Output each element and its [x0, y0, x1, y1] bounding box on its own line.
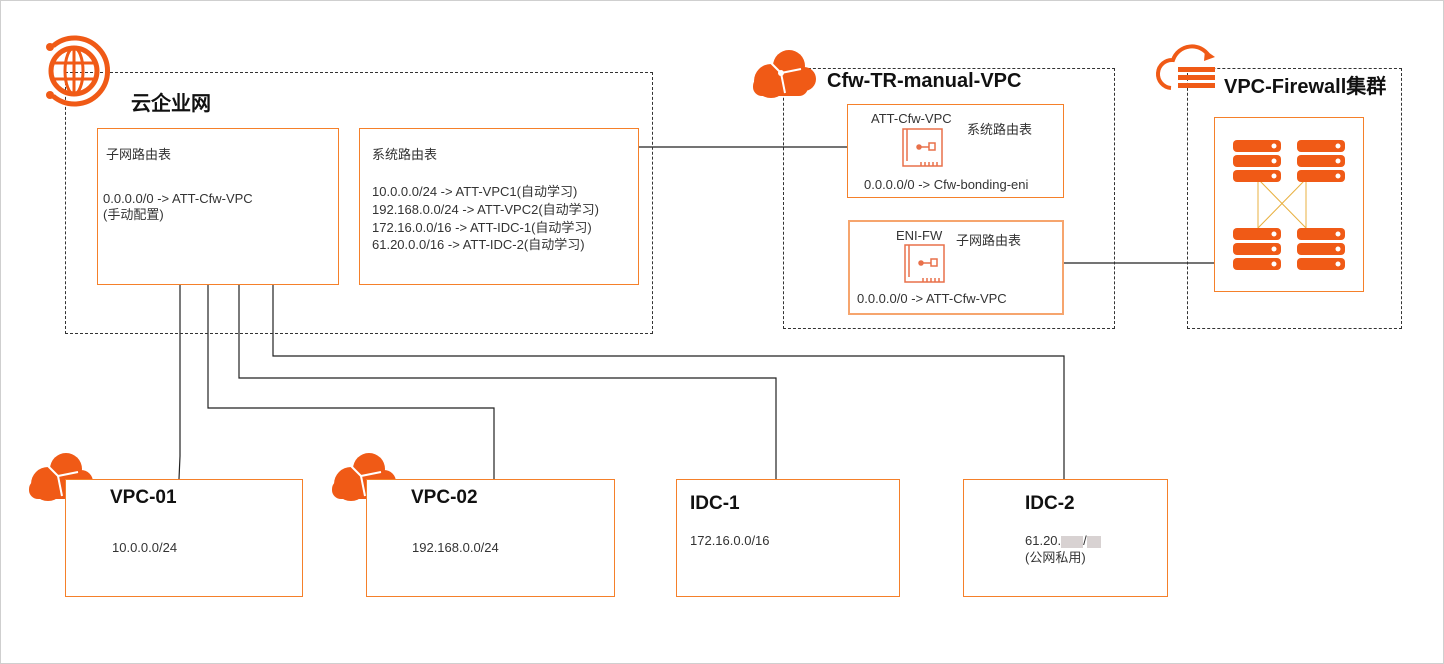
link-idc1: [238, 284, 777, 479]
subnet-route-line: 0.0.0.0/0 -> ATT-Cfw-VPC: [103, 191, 253, 206]
system-table-heading: 系统路由表: [372, 147, 438, 162]
server-unit: [1297, 228, 1345, 240]
network-card-icon: [904, 244, 945, 283]
node-cidr: 61.20. /: [1025, 533, 1101, 548]
server-led: [1335, 173, 1341, 179]
redacted-block: [1086, 535, 1101, 548]
server-led: [1335, 143, 1341, 149]
cidr-separator: /: [1083, 533, 1087, 548]
node-vpc-02: VPC-02 192.168.0.0/24: [366, 479, 615, 597]
network-card-icon: [902, 128, 943, 167]
node-title: IDC-1: [690, 493, 740, 514]
cfw-vpc-title: Cfw-TR-manual-VPC: [827, 70, 1022, 92]
server-led: [1271, 158, 1277, 164]
server-led: [1271, 246, 1277, 252]
link-vpc01: [178, 284, 181, 480]
redacted-block: [1061, 535, 1084, 548]
system-route-line: 61.20.0.0/16 -> ATT-IDC-2(自动学习): [372, 237, 585, 252]
eni-name: ENI-FW: [896, 228, 943, 243]
att-route: 0.0.0.0/0 -> Cfw-bonding-eni: [864, 177, 1029, 192]
subnet-route-line: (手动配置): [103, 207, 164, 222]
att-name: ATT-Cfw-VPC: [871, 111, 952, 126]
server-unit: [1233, 155, 1281, 167]
server-unit: [1233, 140, 1281, 152]
node-idc-1: IDC-1 172.16.0.0/16: [676, 479, 900, 597]
server-led: [1271, 261, 1277, 267]
node-title: VPC-02: [411, 487, 478, 508]
system-route-table: 系统路由表 10.0.0.0/24 -> ATT-VPC1(自动学习) 192.…: [359, 128, 639, 285]
node-cidr: 192.168.0.0/24: [412, 540, 499, 555]
server-led: [1271, 231, 1277, 237]
server-unit: [1297, 243, 1345, 255]
att-table-label: 系统路由表: [967, 122, 1033, 137]
system-route-line: 172.16.0.0/16 -> ATT-IDC-1(自动学习): [372, 220, 592, 235]
server-led: [1335, 246, 1341, 252]
system-route-line: 192.168.0.0/24 -> ATT-VPC2(自动学习): [372, 202, 599, 217]
subnet-route-table: 子网路由表 0.0.0.0/0 -> ATT-Cfw-VPC (手动配置): [97, 128, 339, 285]
server-unit: [1297, 140, 1345, 152]
server-unit: [1297, 258, 1345, 270]
node-vpc-01: VPC-01 10.0.0.0/24: [65, 479, 303, 597]
node-title: VPC-01: [110, 487, 177, 508]
subnet-table-heading: 子网路由表: [106, 147, 172, 162]
cen-title: 云企业网: [131, 93, 211, 115]
server-unit: [1233, 228, 1281, 240]
server-led: [1271, 173, 1277, 179]
server-led: [1335, 261, 1341, 267]
node-note: (公网私用): [1025, 550, 1086, 565]
server-unit: [1233, 170, 1281, 182]
eni-table-label: 子网路由表: [956, 233, 1022, 248]
cfw-vpc-container: [783, 68, 1115, 329]
node-cidr: 10.0.0.0/24: [112, 540, 178, 555]
cen-container: [65, 72, 653, 334]
server-unit: [1297, 170, 1345, 182]
node-title: IDC-2: [1025, 493, 1075, 514]
server-led: [1335, 158, 1341, 164]
server-unit: [1233, 258, 1281, 270]
server-led: [1271, 143, 1277, 149]
eni-route: 0.0.0.0/0 -> ATT-Cfw-VPC: [857, 291, 1007, 306]
eni-fw-box: ENI-FW 子网路由表 0.0.0.0/0 -> ATT-Cfw-VPC: [848, 220, 1064, 315]
link-vpc02: [207, 284, 495, 479]
node-idc-2: IDC-2 61.20. / (公网私用): [963, 479, 1168, 597]
node-cidr: 172.16.0.0/16: [690, 533, 770, 548]
server-unit: [1233, 243, 1281, 255]
link-idc2: [272, 284, 1065, 479]
att-cfw-vpc-box: ATT-Cfw-VPC 系统路由表 0.0.0.0/0 -> Cfw-bondi…: [847, 104, 1064, 198]
firewall-container: [1187, 68, 1402, 329]
server-unit: [1297, 155, 1345, 167]
firewall-title: VPC-Firewall集群: [1224, 76, 1387, 98]
server-led: [1335, 231, 1341, 237]
cidr-prefix: 61.20.: [1025, 533, 1062, 548]
system-route-line: 10.0.0.0/24 -> ATT-VPC1(自动学习): [372, 184, 578, 199]
